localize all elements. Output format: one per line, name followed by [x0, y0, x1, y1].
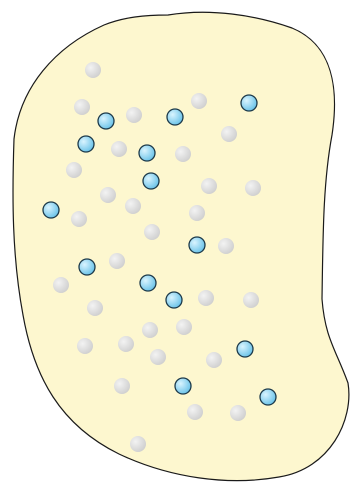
blue-particle [260, 389, 276, 405]
gray-particle [206, 352, 222, 368]
gray-particle [77, 338, 93, 354]
gray-particle [71, 211, 87, 227]
gray-particle [109, 253, 125, 269]
gray-particle [191, 93, 207, 109]
gray-particle [118, 336, 134, 352]
blue-particle [166, 292, 182, 308]
blue-particle [78, 136, 94, 152]
gray-particle [221, 126, 237, 142]
gray-particle [176, 319, 192, 335]
gray-particle [187, 404, 203, 420]
blue-particle [143, 173, 159, 189]
gray-particle [230, 405, 246, 421]
gray-particle [85, 62, 101, 78]
gray-particle [189, 205, 205, 221]
gray-particle [201, 178, 217, 194]
blue-particle [237, 341, 253, 357]
blue-particle [189, 237, 205, 253]
gray-particle [74, 99, 90, 115]
gray-particle [100, 187, 116, 203]
gray-particle [142, 322, 158, 338]
gray-particle [114, 378, 130, 394]
gray-particle [87, 300, 103, 316]
blue-particle [140, 275, 156, 291]
gray-particle [130, 436, 146, 452]
blue-particle [175, 378, 191, 394]
blue-particle [241, 95, 257, 111]
gray-particle [243, 292, 259, 308]
gray-particle [125, 198, 141, 214]
gray-particle [218, 238, 234, 254]
gray-particle [198, 290, 214, 306]
blue-particle [139, 145, 155, 161]
gray-particle [66, 162, 82, 178]
gray-particle [126, 107, 142, 123]
gray-particle [245, 180, 261, 196]
gray-particle [175, 146, 191, 162]
blue-particle [98, 113, 114, 129]
blue-particle [167, 109, 183, 125]
gray-particle [53, 277, 69, 293]
blue-particle [79, 259, 95, 275]
gray-particle [144, 224, 160, 240]
blob-region [13, 12, 349, 480]
gray-particle [111, 141, 127, 157]
gray-particle [150, 349, 166, 365]
blue-particle [43, 202, 59, 218]
